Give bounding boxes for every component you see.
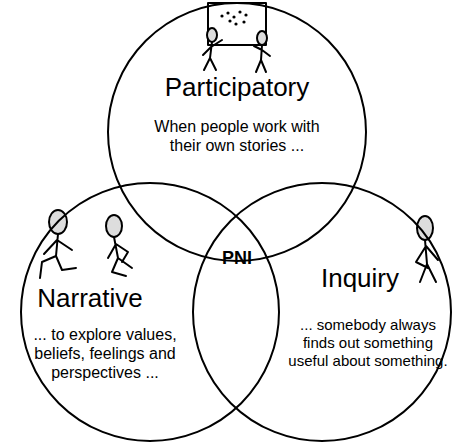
venn-circle: Inquiry ... somebody always finds out som…: [192, 182, 452, 442]
circle-heading: Narrative: [37, 283, 142, 314]
circle-body: When people work with their own stories …: [142, 117, 332, 155]
venn-circle: Narrative ... to explore values, beliefs,…: [20, 182, 280, 442]
circle-body: ... somebody always finds out something …: [288, 316, 448, 370]
venn-circle: ParticipatoryWhen people work with their…: [107, 2, 367, 262]
circle-heading: Participatory: [165, 72, 310, 103]
circle-body: ... to explore values, beliefs, feelings…: [19, 325, 191, 383]
circle-outline: [192, 182, 452, 442]
center-label: PNI: [222, 248, 252, 269]
circle-stroke: [21, 183, 279, 441]
circle-stroke: [108, 3, 366, 261]
circle-stroke: [193, 183, 451, 441]
circle-heading: Inquiry: [321, 263, 399, 294]
